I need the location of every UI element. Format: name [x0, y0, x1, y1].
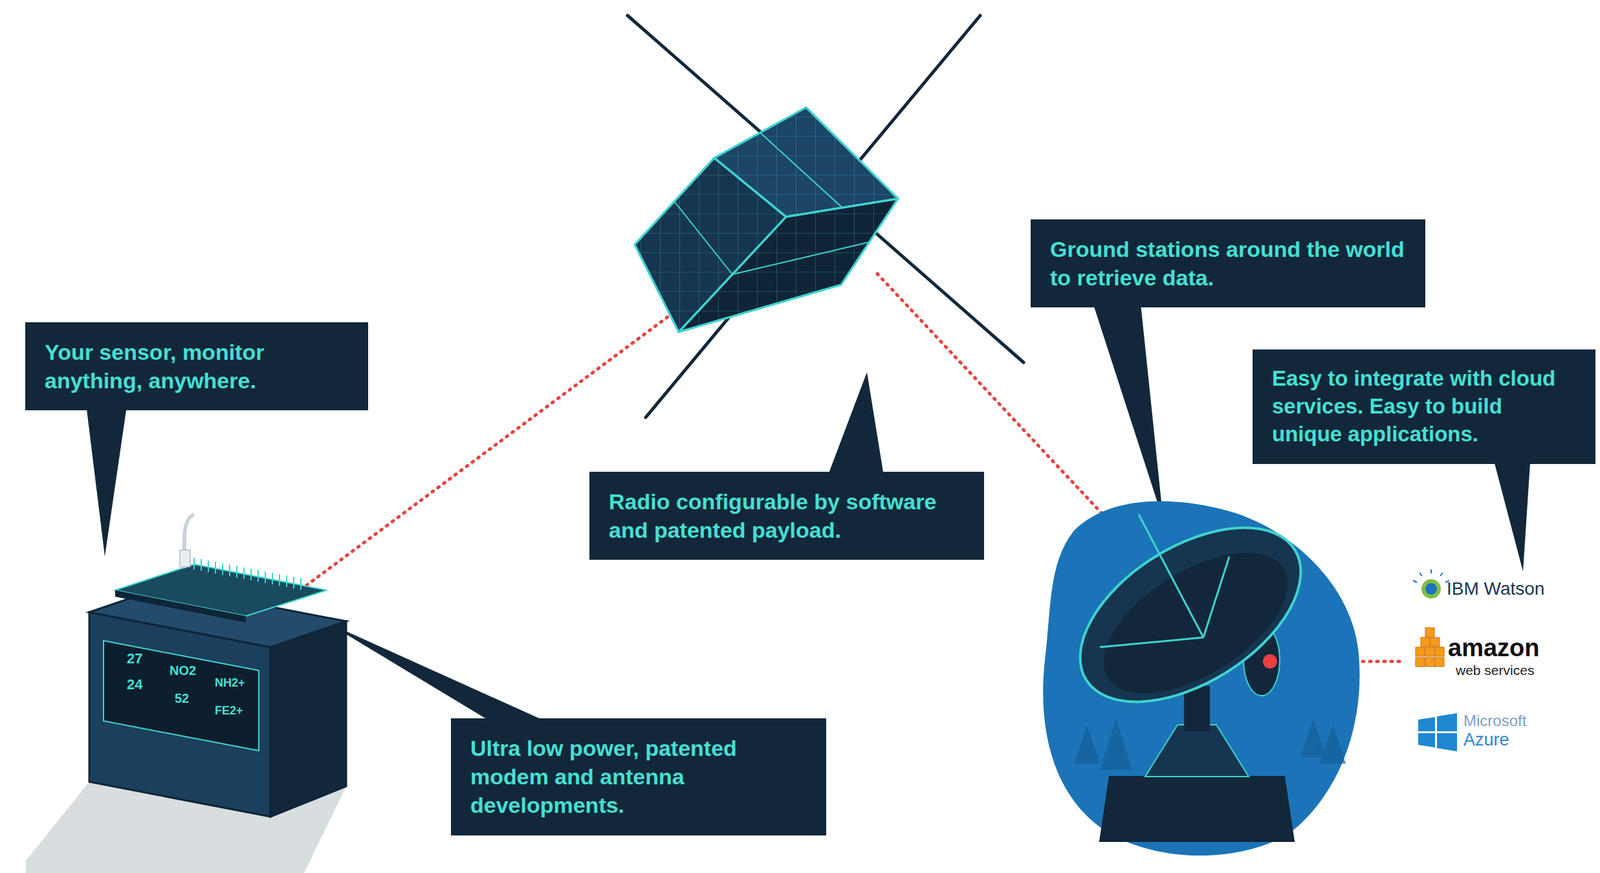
azure-logo	[1418, 712, 1458, 752]
cloud-logo-text: Microsoft	[1463, 711, 1527, 730]
ground-station-part	[1099, 776, 1294, 842]
ground-station-part-part	[1050, 491, 1331, 737]
header-pin	[285, 575, 288, 587]
header-pin	[264, 571, 266, 583]
cloud-logo-text: amazon	[1447, 634, 1540, 662]
callout-box: Easy to integrate with cloud services. E…	[1252, 349, 1596, 464]
aws-logo-part	[1415, 646, 1425, 657]
ground-station-part	[1262, 654, 1278, 669]
header-pin	[257, 569, 259, 582]
aws-logo-part	[1425, 657, 1435, 667]
ground-station-part	[1050, 491, 1331, 737]
display-reading: 52	[174, 690, 189, 706]
azure-logo-part	[1418, 733, 1436, 748]
ground-station	[1042, 491, 1360, 856]
display-reading: NH2+	[214, 676, 246, 690]
satellite-part	[760, 132, 843, 208]
header-pin	[278, 573, 281, 586]
satellite-part	[714, 107, 899, 217]
ground-station-part	[1099, 514, 1230, 647]
header-pin	[221, 562, 224, 575]
header-pin	[300, 578, 302, 591]
callout-text: Easy to integrate with cloud services. E…	[1271, 364, 1577, 449]
sensor-device-part	[115, 590, 246, 623]
header-pin	[200, 558, 202, 571]
ground-station-part	[1145, 724, 1249, 777]
sensor-device	[25, 514, 347, 873]
aws-logo-part	[1415, 657, 1425, 667]
ibm-watson-logo-part	[1425, 582, 1437, 595]
satellite-antenna-part	[627, 15, 1024, 363]
callout-box: Ground stations around the world to retr…	[1030, 219, 1426, 308]
ibm-watson-logo-part-part	[1430, 569, 1432, 574]
header-pin	[293, 576, 295, 589]
ibm-watson-logo	[1413, 569, 1450, 599]
aws-logo-part	[1425, 627, 1435, 637]
ground-station-part-part	[1138, 514, 1204, 638]
callout-box: Radio configurable by software and paten…	[589, 471, 985, 560]
sensor-device-part	[179, 549, 191, 567]
ground-station-part-part	[1099, 718, 1133, 770]
ground-station-part-part	[1099, 637, 1204, 647]
callout-box: Ultra low power, patented modem and ante…	[450, 718, 827, 836]
header-pin	[193, 557, 195, 570]
aws-logo-part	[1430, 637, 1440, 647]
display-reading: NO2	[169, 663, 197, 679]
display-reading: 24	[126, 676, 143, 693]
aws-logo-part	[1425, 646, 1435, 657]
ibm-watson-logo-part-part	[1413, 580, 1417, 583]
callout-text: Ultra low power, patented modem and ante…	[470, 733, 807, 820]
aws-logo-part	[1435, 646, 1445, 657]
header-pin	[229, 564, 231, 577]
cloud-logo-text: IBM Watson	[1446, 578, 1545, 600]
callout-tail-part	[84, 388, 130, 557]
ground-station-part-part	[1203, 556, 1230, 638]
ground-station-part-part	[1073, 724, 1100, 764]
aws-logo-part	[1420, 637, 1430, 647]
cloud-logo-text: web services	[1455, 662, 1535, 679]
sensor-device-part	[115, 564, 327, 616]
display-reading: 27	[126, 650, 143, 668]
ibm-watson-logo-part-part	[1419, 572, 1423, 576]
ibm-watson-logo-part	[1413, 569, 1450, 583]
satellite-part	[678, 198, 899, 332]
header-pin	[243, 567, 245, 580]
display-reading: FE2+	[214, 703, 244, 718]
ibm-watson-logo-part	[1421, 579, 1441, 599]
header-pin	[214, 561, 217, 574]
azure-logo-part	[1418, 716, 1436, 732]
ibm-watson-logo-part-part	[1440, 572, 1443, 576]
sensor-device-part	[103, 640, 259, 751]
ground-station-part-part	[1300, 718, 1327, 757]
callout-box: Your sensor, monitor anything, anywhere.	[25, 322, 369, 411]
aws-logo-part	[1435, 657, 1445, 667]
cloud-logo-text: Azure	[1463, 729, 1510, 750]
callout-text: Your sensor, monitor anything, anywhere.	[44, 337, 349, 395]
satellite-part	[674, 201, 733, 275]
azure-logo-part	[1436, 733, 1458, 752]
ground-station-part-part	[1319, 724, 1346, 764]
header-pin	[250, 568, 252, 581]
header-pin	[207, 560, 209, 572]
callout-tail-part	[1086, 284, 1164, 521]
satellite-antenna	[627, 15, 1024, 418]
sensor-device-part	[270, 621, 347, 817]
aws-logo	[1415, 627, 1445, 667]
azure-logo-part	[1436, 712, 1458, 732]
header-pin	[236, 566, 238, 578]
header-pin	[271, 572, 274, 585]
callout-text: Radio configurable by software and paten…	[608, 487, 965, 545]
sensor-device-part	[194, 557, 301, 591]
satellite-part	[732, 241, 870, 275]
callout-text: Ground stations around the world to retr…	[1050, 234, 1406, 292]
satellite	[634, 107, 899, 332]
